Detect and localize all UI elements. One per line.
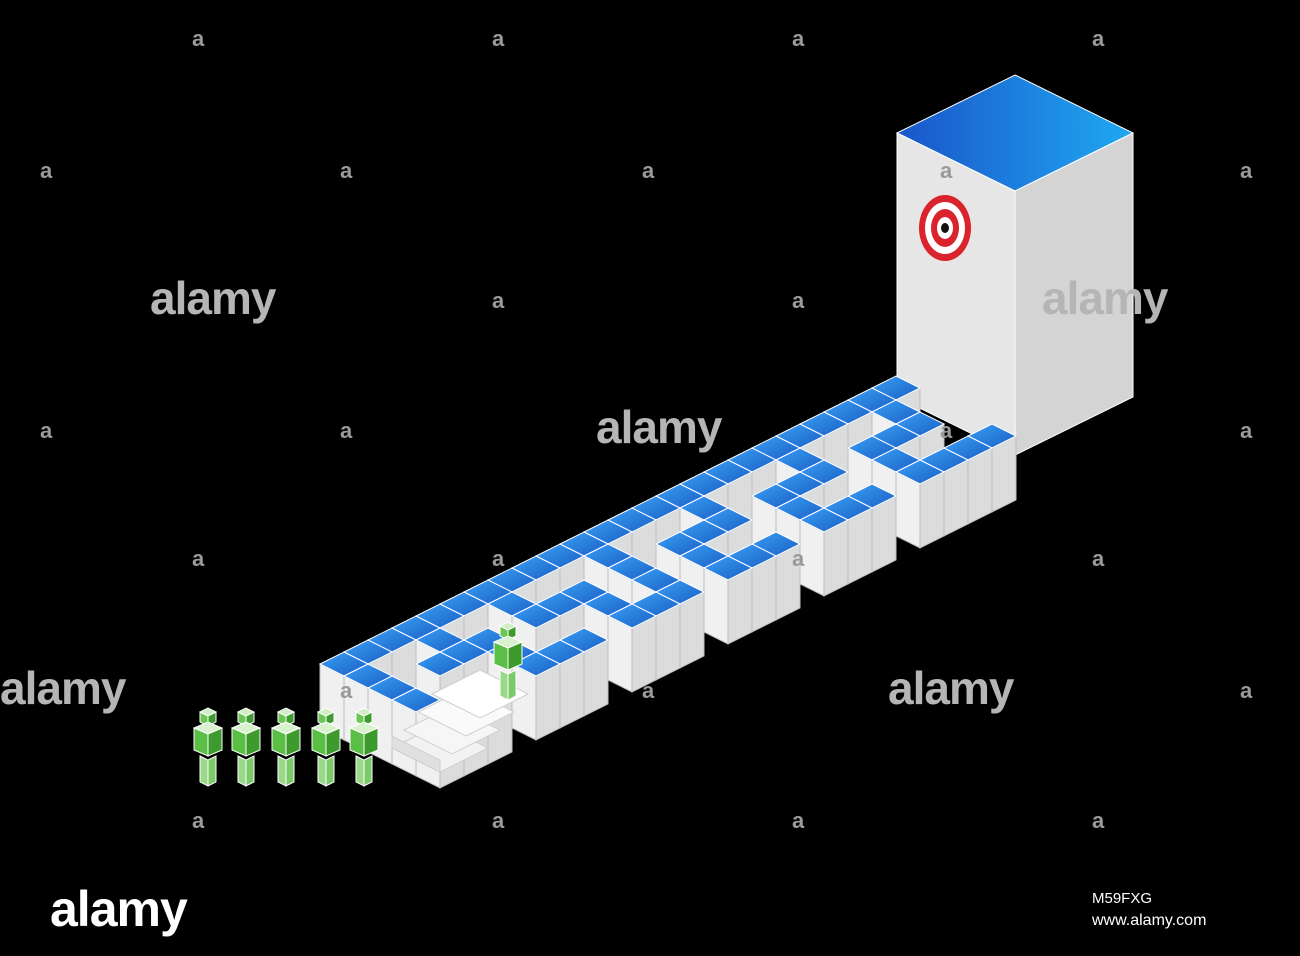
watermark-small: a [492,546,505,571]
maze-cube [894,459,946,549]
maze-cube [798,507,850,597]
watermark-small: a [492,26,505,51]
person-icon [348,707,380,787]
footer-logo: alamy [50,881,188,937]
watermark-small: a [642,678,655,703]
watermark-small: a [340,158,353,183]
person-icon [310,707,342,787]
watermark-small: a [192,808,205,833]
person-icon [270,707,302,787]
watermark-logo: alamy [596,401,722,453]
watermark-small: a [1092,546,1105,571]
watermark-small: a [40,158,53,183]
person-icon [192,707,224,787]
goal-tower [895,74,1135,456]
watermark-small: a [1240,678,1253,703]
watermark-small: a [1092,808,1105,833]
watermark-small: a [340,678,353,703]
site-url: www.alamy.com [1092,912,1207,929]
watermark-small: a [1240,418,1253,443]
watermark-small: a [492,808,505,833]
watermark-small: a [340,418,353,443]
watermark-logo: alamy [1042,272,1168,324]
watermark-small: a [940,158,953,183]
watermark-small: a [792,808,805,833]
watermark-small: a [1092,26,1105,51]
watermark-small: a [940,418,953,443]
watermark-small: a [40,418,53,443]
maze-cube [702,555,754,645]
watermark-small: a [1240,158,1253,183]
image-id: M59FXG [1092,890,1153,907]
watermark-logo: alamy [0,662,126,714]
stairs [390,669,530,773]
watermark-logo: alamy [888,662,1014,714]
maze-cube [510,651,562,741]
maze-blocks [318,375,1018,789]
watermark-small: a [642,158,655,183]
figure-group [192,621,524,787]
watermark-logo: alamy [150,272,276,324]
target-icon [919,195,971,261]
person-icon [230,707,262,787]
watermark-small: a [792,26,805,51]
watermark-small: a [492,288,505,313]
person-icon [492,621,524,701]
watermark-small: a [792,288,805,313]
watermark-small: a [192,26,205,51]
watermark-small: a [192,546,205,571]
watermark-small: a [792,546,805,571]
